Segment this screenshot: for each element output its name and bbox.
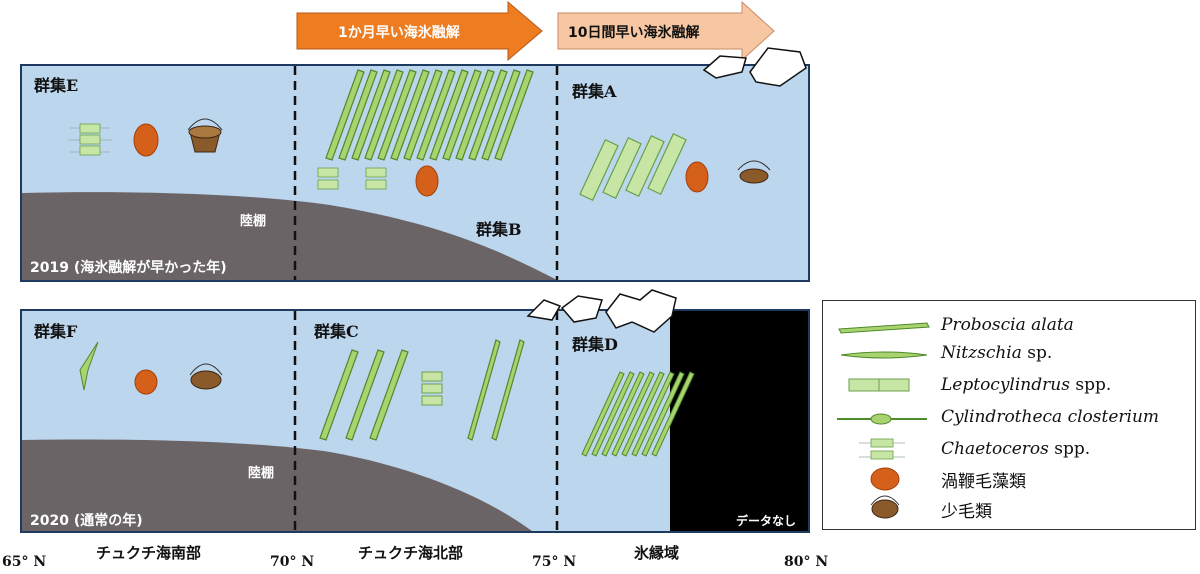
year-label-2020: 2020 (通常の年)	[30, 513, 143, 529]
proboscia-cell	[338, 69, 378, 161]
legend-proboscia: Proboscia alata	[941, 315, 1074, 335]
dino-f	[134, 369, 158, 395]
proboscia-cell	[390, 69, 430, 161]
proboscia-cell	[494, 69, 534, 161]
proboscia-cell	[325, 69, 365, 161]
proboscia-cell	[468, 69, 508, 161]
lat-80: 80° N	[784, 554, 829, 570]
group-e-label: 群集E	[34, 76, 79, 95]
proboscia-cell	[455, 69, 495, 161]
dino-a	[685, 161, 709, 193]
proboscia-cell	[377, 69, 417, 161]
shelf-2019	[22, 192, 557, 280]
legend-ciliate: 少毛類	[941, 502, 992, 522]
shelf-2020	[22, 439, 532, 531]
shelf-label-2020: 陸棚	[248, 466, 275, 481]
cylindrotheca-f	[79, 341, 99, 391]
legend: Proboscia alata Nitzschia sp. Leptocylin…	[822, 300, 1196, 530]
leptocylindrus-icon	[848, 378, 910, 392]
year-label-2019: 2019 (海氷融解が早かった年)	[30, 260, 227, 276]
ciliate-a	[737, 160, 771, 184]
ciliate-e	[187, 118, 223, 153]
region-north: チュクチ海北部	[358, 544, 464, 562]
region-south: チュクチ海南部	[96, 544, 202, 562]
proboscia-cell	[416, 69, 456, 161]
nitzschia-cell	[631, 371, 675, 457]
no-data-region	[670, 311, 808, 531]
nitzschia-cell	[651, 371, 695, 457]
chaetoceros-e	[68, 123, 112, 156]
proboscia-cell	[481, 69, 521, 161]
nitzschia-cell	[621, 371, 665, 457]
legend-nitzschia: Nitzschia sp.	[941, 343, 1053, 363]
nitzschia-icon	[840, 351, 928, 359]
group-b-label: 群集B	[476, 220, 522, 239]
group-f-label: 群集F	[34, 322, 78, 341]
dinoflagellate-icon	[870, 467, 900, 491]
ciliate-icon	[870, 495, 900, 519]
nitzschia-cell	[641, 371, 685, 457]
ten-days-arrow-label: 10日間早い海氷融解	[568, 25, 700, 41]
shelf-label-2019: 陸棚	[240, 214, 267, 229]
proboscia-cell	[403, 69, 443, 161]
ciliate-f	[189, 363, 223, 390]
group-a-label: 群集A	[572, 82, 617, 101]
lat-70: 70° N	[270, 554, 315, 570]
dino-e	[133, 123, 159, 157]
chaetoceros-c	[421, 371, 443, 406]
region-ice: 氷縁域	[634, 544, 680, 562]
proboscia-cell	[351, 69, 391, 161]
ice-floe-2019b	[749, 47, 807, 87]
one-month-arrow-label: 1か月早い海氷融解	[338, 25, 460, 41]
legend-dinoflagellate: 渦鞭毛藻類	[941, 472, 1026, 492]
group-d-label: 群集D	[572, 335, 618, 354]
legend-cylindrotheca: Cylindrotheca closterium	[941, 407, 1160, 427]
proboscia-cell	[442, 69, 482, 161]
chaetoceros-icon	[859, 438, 905, 460]
proboscia-cell	[364, 69, 404, 161]
dino-b	[415, 165, 439, 197]
nitzschia-cell	[581, 371, 625, 457]
nitzschia-cell	[591, 371, 635, 457]
legend-leptocylindrus: Leptocylindrus spp.	[941, 375, 1112, 395]
lat-75: 75° N	[532, 554, 577, 570]
proboscia-icon	[838, 322, 930, 334]
chaetoceros-b	[317, 167, 387, 190]
lat-65: 65° N	[2, 554, 47, 570]
leptocylindrus-a	[579, 133, 687, 201]
ice-floe-2019a	[702, 55, 747, 79]
no-data-label: データなし	[736, 514, 797, 528]
nitzschia-cell	[601, 371, 645, 457]
legend-chaetoceros: Chaetoceros spp.	[941, 439, 1091, 459]
proboscia-cell	[429, 69, 469, 161]
nitzschia-cell	[611, 371, 655, 457]
group-c-label: 群集C	[314, 322, 359, 341]
